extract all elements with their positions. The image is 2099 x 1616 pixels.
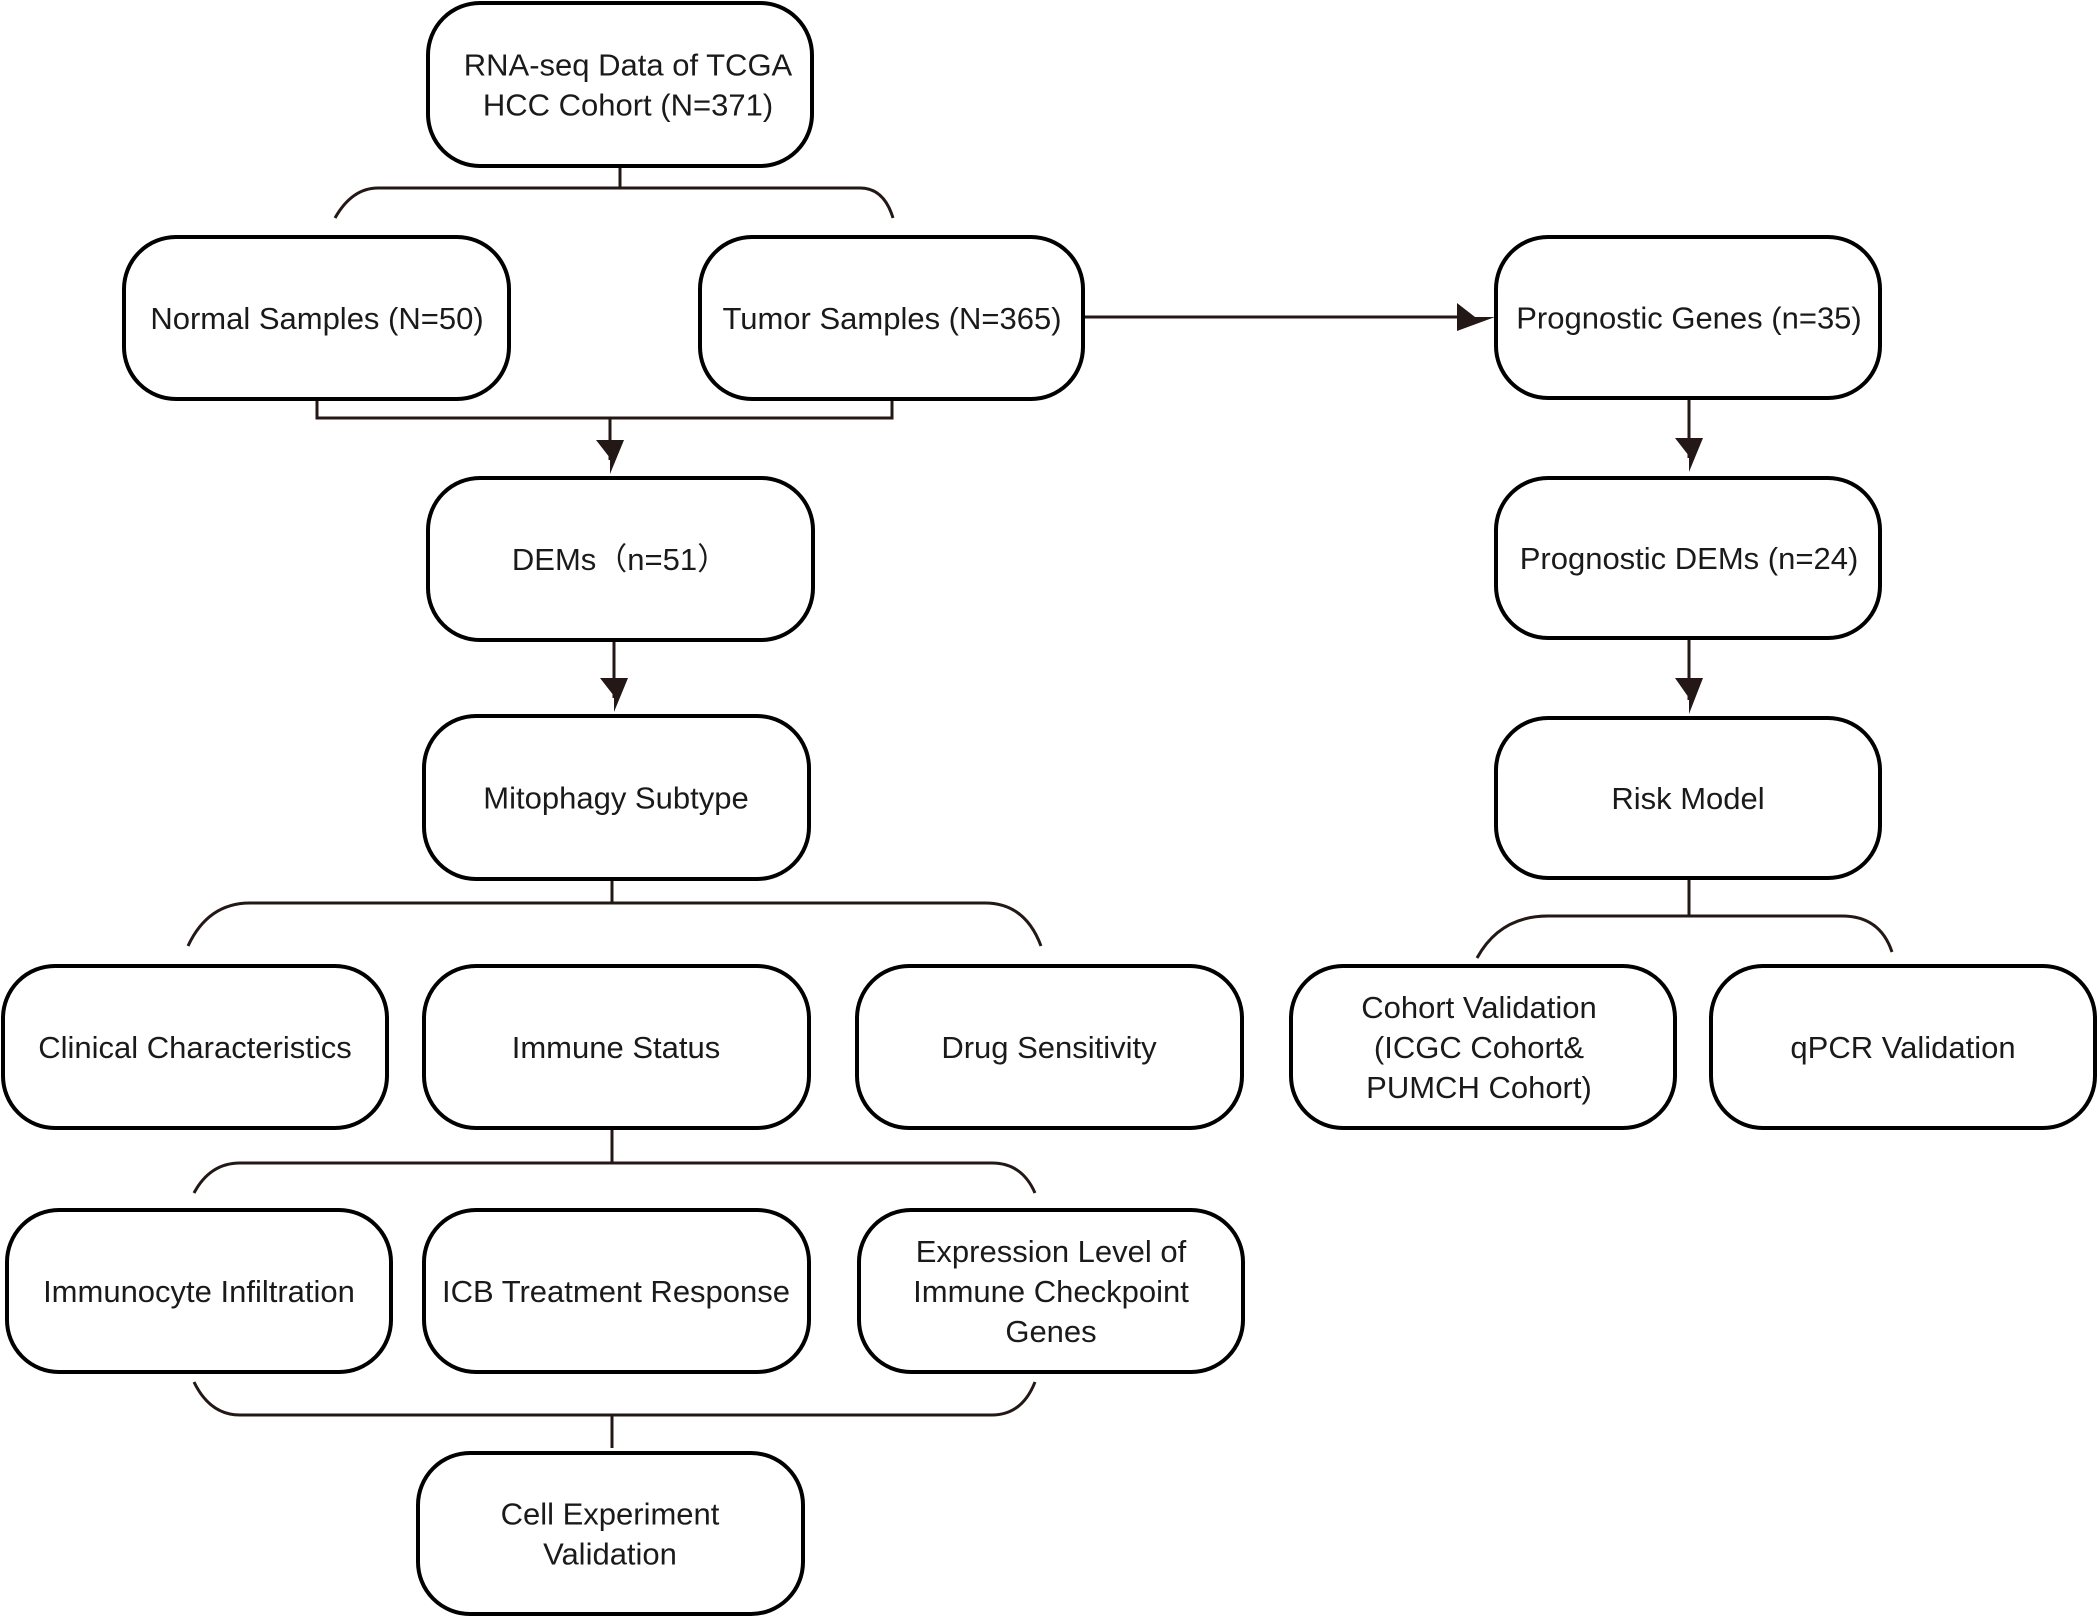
node-label-line: Expression Level of — [916, 1234, 1187, 1269]
node-immunocyte-infiltration-label: Immunocyte Infiltration — [43, 1274, 355, 1309]
node-mitophagy-subtype: Mitophagy Subtype — [422, 714, 811, 881]
node-label-line: Tumor Samples (N=365) — [722, 301, 1061, 336]
node-qpcr-validation-label: qPCR Validation — [1790, 1030, 2015, 1065]
node-label-line: Risk Model — [1611, 781, 1764, 816]
split-connector-risk — [1475, 878, 1894, 959]
node-rnaseq-data-label: RNA-seq Data of TCGA HCC Cohort (N=371) — [464, 48, 793, 123]
node-label-line: Prognostic DEMs (n=24) — [1520, 541, 1859, 576]
node-immunocyte-infiltration: Immunocyte Infiltration — [5, 1208, 393, 1374]
merge-connector-immune-subs — [192, 1381, 1037, 1448]
node-label-line: PUMCH Cohort) — [1366, 1070, 1592, 1105]
node-prognostic-dems: Prognostic DEMs (n=24) — [1494, 476, 1882, 640]
node-label-line: Cohort Validation — [1361, 990, 1597, 1025]
node-label-line: Cell Experiment — [501, 1497, 720, 1532]
arrowhead-to-prognostic — [1457, 303, 1495, 331]
node-risk-model: Risk Model — [1494, 716, 1882, 880]
node-prognostic-genes: Prognostic Genes (n=35) — [1494, 235, 1882, 400]
node-immune-status-label: Immune Status — [512, 1030, 720, 1065]
split-connector-immune — [192, 1128, 1037, 1194]
node-label-line: Immune Status — [512, 1030, 720, 1065]
node-clinical-characteristics-label: Clinical Characteristics — [38, 1030, 352, 1065]
node-dems: DEMs（n=51） — [426, 476, 815, 642]
node-label-line: Drug Sensitivity — [941, 1030, 1157, 1065]
node-cohort-validation-label: Cohort Validation (ICGC Cohort&PUMCH Coho… — [1361, 990, 1597, 1105]
node-label-line: RNA-seq Data of TCGA — [464, 48, 793, 83]
node-immune-status: Immune Status — [422, 964, 811, 1130]
node-drug-sensitivity: Drug Sensitivity — [855, 964, 1244, 1130]
node-cohort-validation: Cohort Validation (ICGC Cohort&PUMCH Coho… — [1289, 964, 1677, 1130]
node-risk-model-label: Risk Model — [1611, 781, 1764, 816]
arrowhead-to-mitophagy — [600, 678, 628, 712]
node-normal-samples-label: Normal Samples (N=50) — [150, 301, 483, 336]
arrowhead-to-risk — [1675, 678, 1703, 714]
split-connector-mitophagy — [186, 879, 1043, 947]
node-label-line: Validation — [543, 1537, 677, 1572]
node-label-line: Genes — [1005, 1314, 1096, 1349]
node-prognostic-genes-label: Prognostic Genes (n=35) — [1516, 301, 1862, 336]
node-label-line: DEMs（n=51） — [512, 542, 728, 577]
node-label-line: ICB Treatment Response — [442, 1274, 790, 1309]
node-label-line: qPCR Validation — [1790, 1030, 2015, 1065]
node-label-line: Clinical Characteristics — [38, 1030, 352, 1065]
node-normal-samples: Normal Samples (N=50) — [122, 235, 511, 401]
arrowhead-to-dems — [596, 440, 624, 474]
node-label-line: Normal Samples (N=50) — [150, 301, 483, 336]
node-label-line: Prognostic Genes (n=35) — [1516, 301, 1862, 336]
node-label-line: (ICGC Cohort& — [1374, 1030, 1584, 1065]
node-rnaseq-data: RNA-seq Data of TCGA HCC Cohort (N=371) — [426, 1, 814, 168]
node-label-line: Mitophagy Subtype — [483, 781, 748, 816]
node-clinical-characteristics: Clinical Characteristics — [1, 964, 389, 1130]
node-label-line: HCC Cohort (N=371) — [483, 88, 773, 123]
node-prognostic-dems-label: Prognostic DEMs (n=24) — [1520, 541, 1859, 576]
arrowhead-to-progdems — [1675, 438, 1703, 472]
node-drug-sensitivity-label: Drug Sensitivity — [941, 1030, 1157, 1065]
node-icb-treatment-response-label: ICB Treatment Response — [442, 1274, 790, 1309]
node-label-line: Immune Checkpoint — [913, 1274, 1189, 1309]
arrowheads — [596, 303, 1703, 714]
node-dems-label: DEMs（n=51） — [512, 542, 728, 577]
node-icb-treatment-response: ICB Treatment Response — [422, 1208, 811, 1374]
node-mitophagy-subtype-label: Mitophagy Subtype — [483, 781, 748, 816]
node-label-line: Immunocyte Infiltration — [43, 1274, 355, 1309]
node-tumor-samples-label: Tumor Samples (N=365) — [722, 301, 1061, 336]
node-tumor-samples: Tumor Samples (N=365) — [698, 235, 1085, 401]
split-connector-rnaseq — [333, 166, 895, 219]
node-qpcr-validation: qPCR Validation — [1709, 964, 2097, 1130]
